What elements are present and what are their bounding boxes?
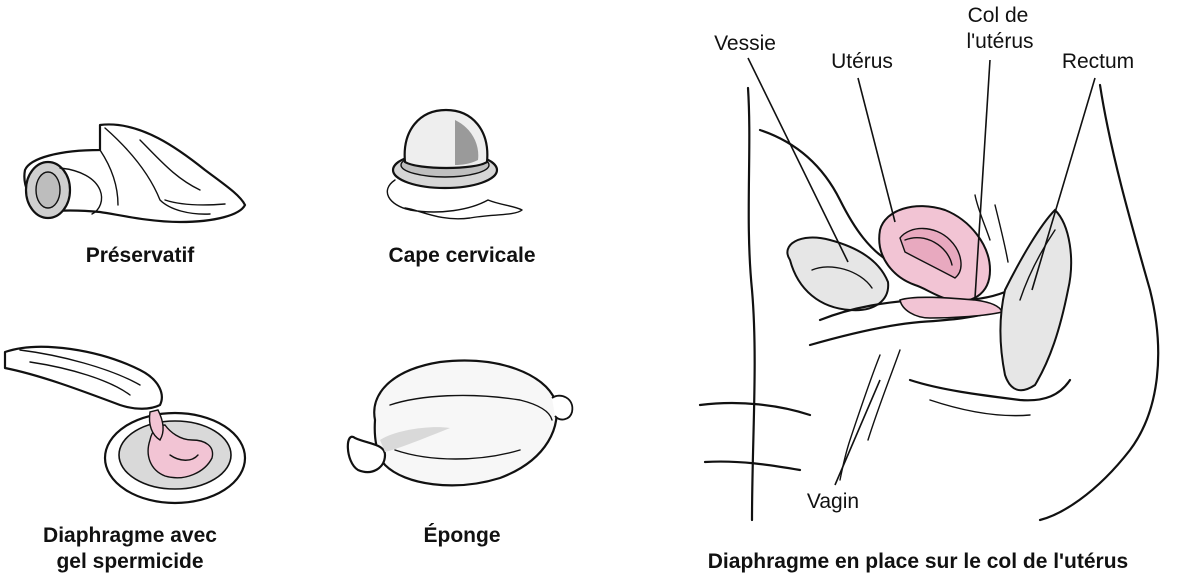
label-rectum: Rectum <box>1062 50 1134 73</box>
sponge-illustration <box>346 359 574 487</box>
sponge-caption: Éponge <box>424 524 501 547</box>
diaphragm-illustration <box>3 345 247 505</box>
anatomy-illustration <box>698 83 1160 522</box>
label-cervix-line1: Col de <box>968 4 1029 27</box>
cervical-cap-caption: Cape cervicale <box>388 244 535 267</box>
label-cervix-line2: l'utérus <box>966 30 1033 53</box>
anatomy-caption: Diaphragme en place sur le col de l'utér… <box>708 550 1128 573</box>
anatomy-leader-lines <box>747 57 1096 486</box>
label-uterus: Utérus <box>831 50 893 73</box>
condom-illustration <box>23 123 247 224</box>
label-bladder: Vessie <box>714 32 776 55</box>
diaphragm-caption-line2: gel spermicide <box>56 550 203 573</box>
cervical-cap-illustration <box>386 108 523 220</box>
diaphragm-caption-line1: Diaphragme avec <box>43 524 217 547</box>
label-vagina: Vagin <box>807 490 859 513</box>
condom-caption: Préservatif <box>86 244 196 267</box>
